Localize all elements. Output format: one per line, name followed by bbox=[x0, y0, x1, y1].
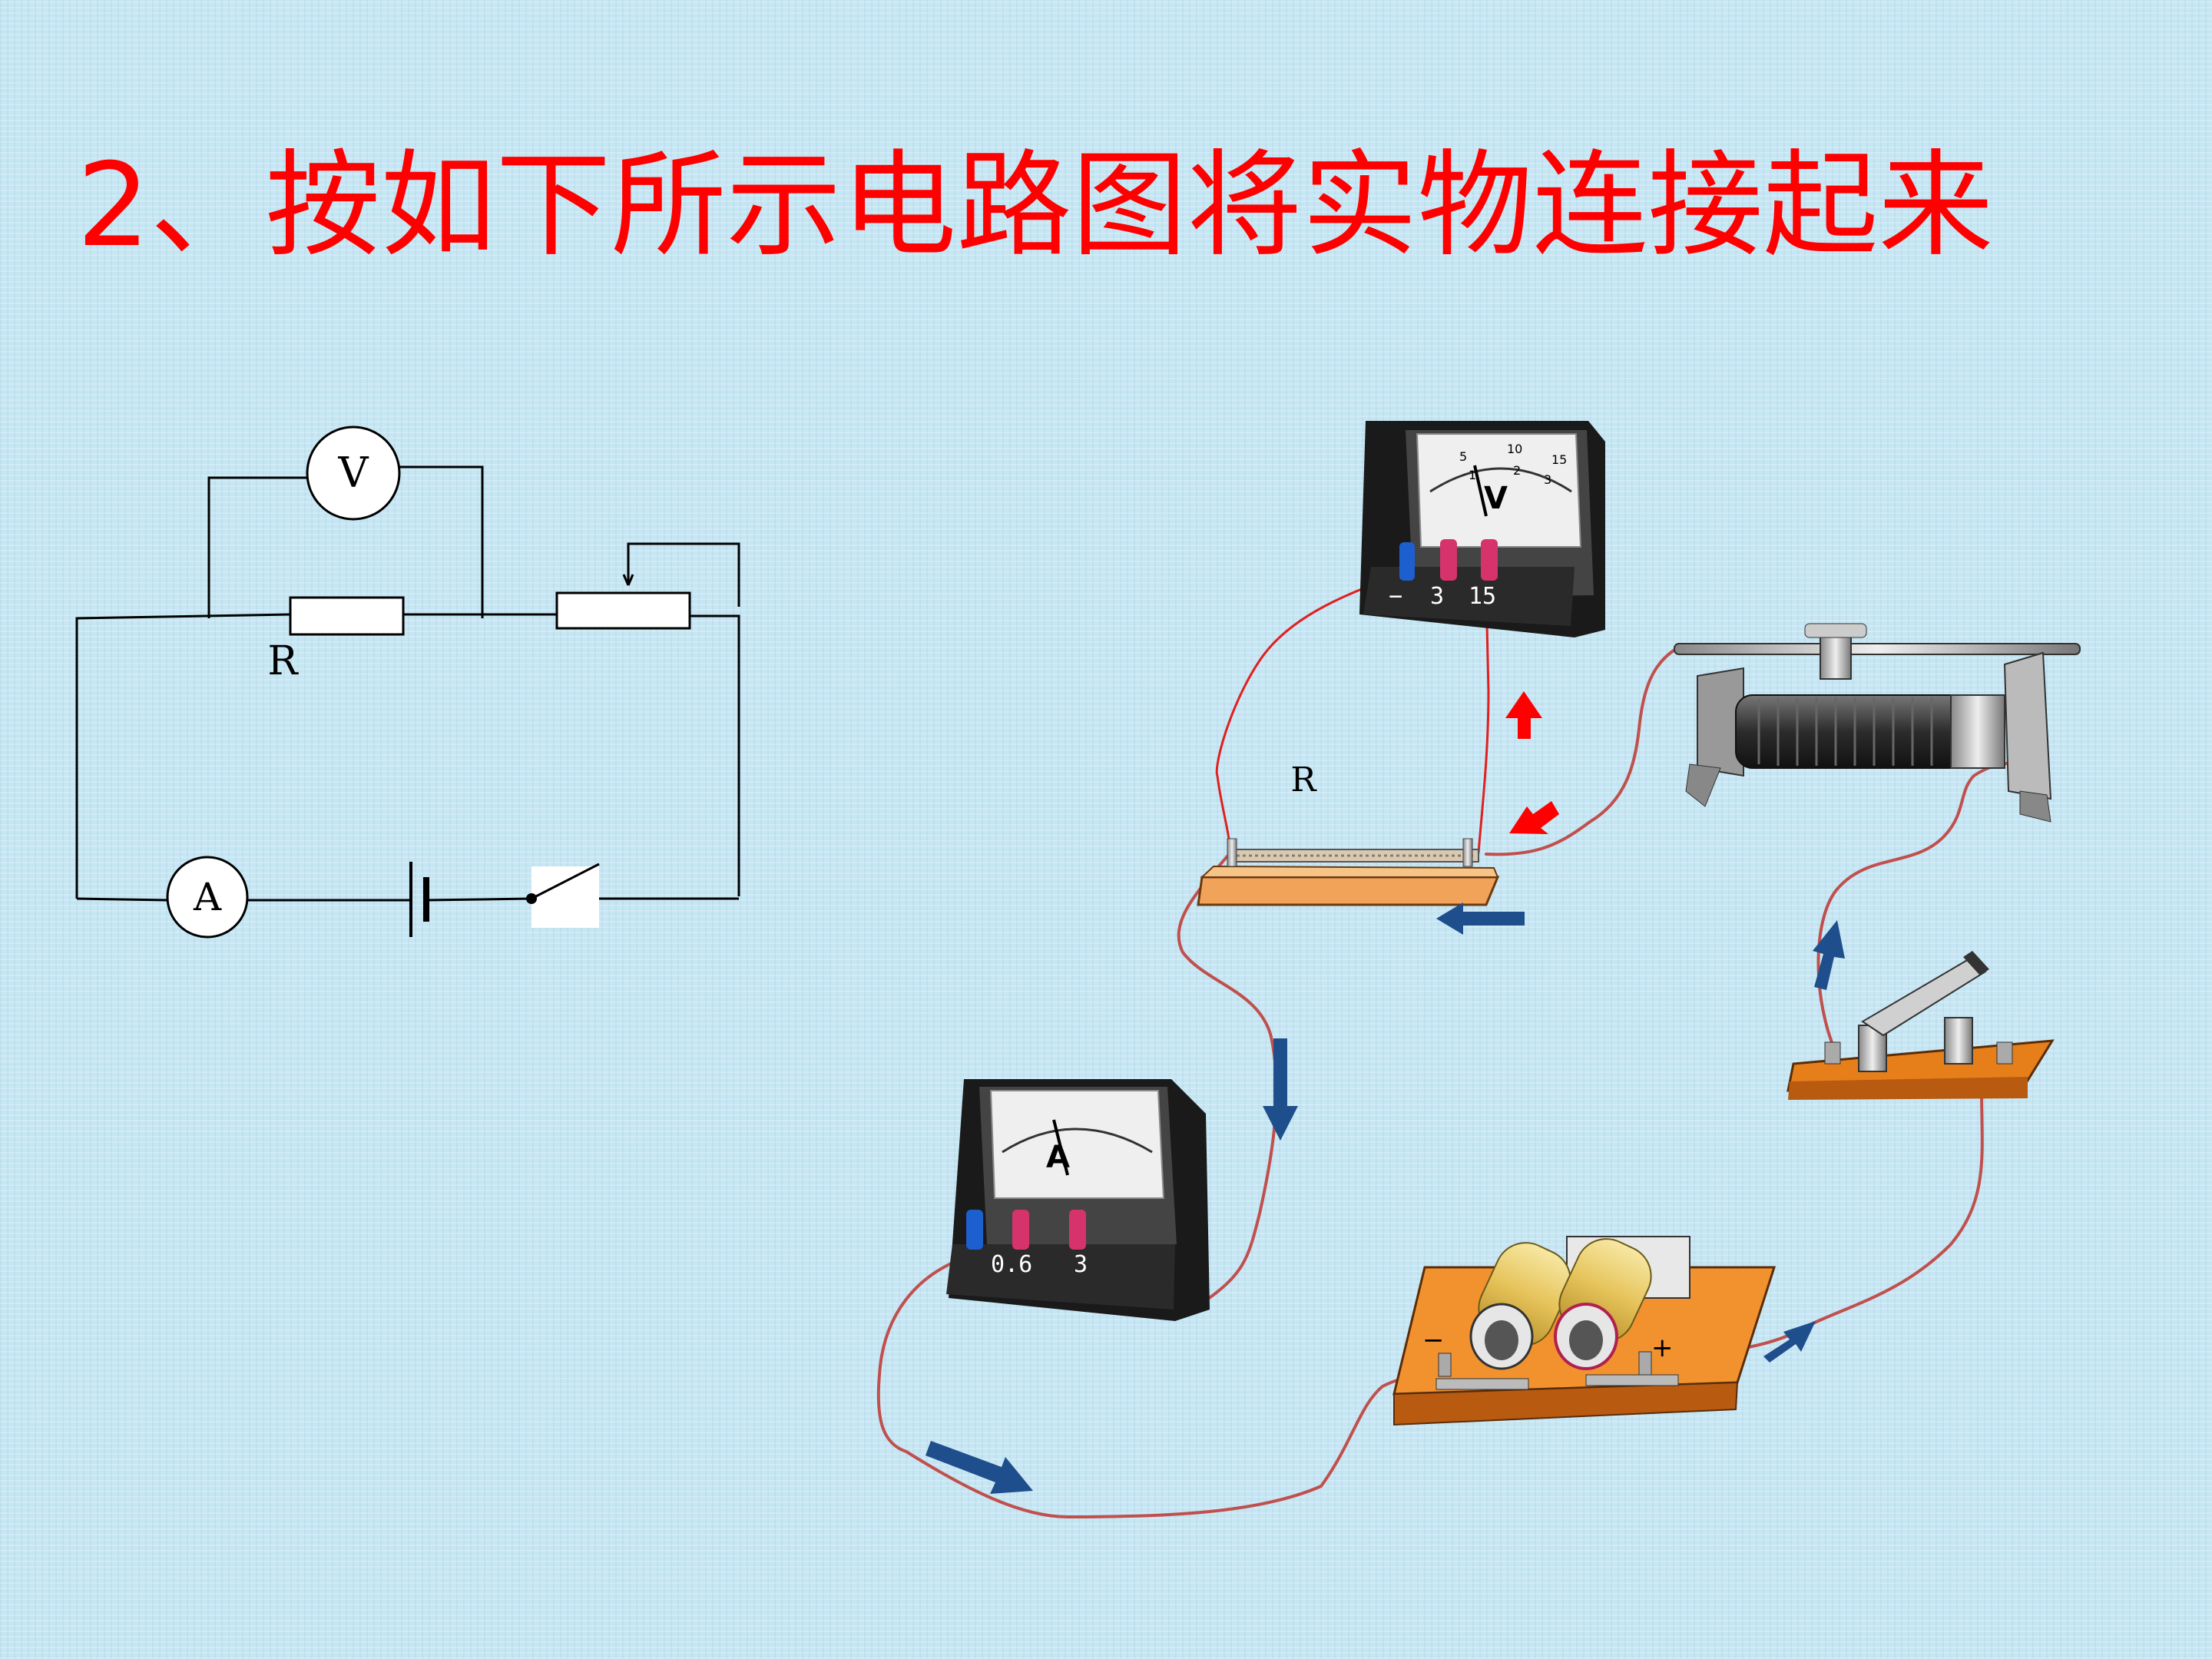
wire-ammeter-to-battery bbox=[876, 1257, 1457, 1518]
current-direction-arrows bbox=[926, 902, 1845, 1494]
schematic-ammeter: A bbox=[166, 856, 249, 939]
wire-rheostat-to-resistor bbox=[1485, 647, 1677, 856]
voltmeter-scale: 5 10 15 1 2 3 bbox=[1459, 442, 1567, 487]
voltmeter-label-3: 3 bbox=[1430, 583, 1444, 610]
ammeter-needle-label: A bbox=[1046, 1140, 1070, 1175]
wire-voltmeter-negative bbox=[1215, 568, 1415, 854]
ammeter-terminal-0.6[interactable] bbox=[1012, 1210, 1029, 1250]
schematic-switch bbox=[526, 863, 600, 928]
battery-negative-label: − bbox=[1422, 1325, 1445, 1356]
circuit-schematic: V R A bbox=[75, 426, 740, 939]
ammeter-label-3: 3 bbox=[1074, 1251, 1088, 1278]
voltmeter-flow-arrows bbox=[1505, 691, 1559, 834]
voltmeter-terminal-negative[interactable] bbox=[1399, 542, 1415, 581]
blue-arrow-icon bbox=[1813, 920, 1845, 990]
voltmeter-label-15: 15 bbox=[1469, 583, 1496, 610]
svg-text:1: 1 bbox=[1469, 468, 1476, 482]
battery-positive-label: + bbox=[1651, 1333, 1674, 1363]
blue-arrow-icon bbox=[1763, 1321, 1816, 1363]
red-arrow-icon bbox=[1505, 691, 1542, 739]
svg-text:2: 2 bbox=[1513, 463, 1521, 478]
voltmeter-label-negative: − bbox=[1389, 583, 1402, 610]
schematic-battery bbox=[409, 862, 429, 937]
red-arrow-icon bbox=[1509, 801, 1559, 834]
voltmeter-terminal-3[interactable] bbox=[1440, 539, 1457, 581]
ammeter-terminal-3[interactable] bbox=[1069, 1210, 1086, 1250]
svg-text:10: 10 bbox=[1507, 442, 1522, 456]
rheostat-coil-windings bbox=[1757, 697, 1933, 766]
voltmeter-symbol: V bbox=[338, 449, 369, 497]
voltmeter-terminal-15[interactable] bbox=[1481, 539, 1498, 581]
rheostat[interactable] bbox=[1674, 623, 2081, 823]
resistor-board: R bbox=[1197, 760, 1500, 906]
page-title: 2、按如下所示电路图将实物连接起来 bbox=[77, 139, 1994, 273]
voltmeter[interactable]: 5 10 15 1 2 3 V − 3 15 bbox=[1359, 421, 1605, 637]
svg-text:15: 15 bbox=[1551, 452, 1567, 467]
resistor-label: R bbox=[267, 638, 299, 684]
svg-text:3: 3 bbox=[1544, 472, 1551, 487]
battery-box[interactable]: − + bbox=[1392, 1229, 1777, 1426]
ammeter[interactable]: A 0.6 3 bbox=[946, 1079, 1210, 1321]
ammeter-label-0.6: 0.6 bbox=[991, 1251, 1032, 1278]
knife-switch[interactable] bbox=[1786, 951, 2055, 1100]
blue-arrow-icon bbox=[1263, 1038, 1298, 1141]
blue-arrow-icon bbox=[1436, 902, 1525, 935]
ammeter-symbol: A bbox=[193, 875, 222, 919]
blue-arrow-icon bbox=[926, 1441, 1033, 1494]
schematic-resistor: R bbox=[267, 596, 405, 684]
real-resistor-label: R bbox=[1290, 760, 1317, 800]
ammeter-terminal-negative[interactable] bbox=[966, 1210, 983, 1250]
svg-text:5: 5 bbox=[1459, 449, 1467, 464]
schematic-rheostat bbox=[555, 544, 691, 630]
wire-voltmeter-15 bbox=[1477, 590, 1490, 854]
wire-switch-to-rheostat bbox=[1816, 759, 2029, 1054]
voltmeter-needle-label: V bbox=[1484, 481, 1508, 516]
schematic-wires bbox=[75, 465, 740, 902]
schematic-voltmeter: V bbox=[306, 426, 401, 521]
